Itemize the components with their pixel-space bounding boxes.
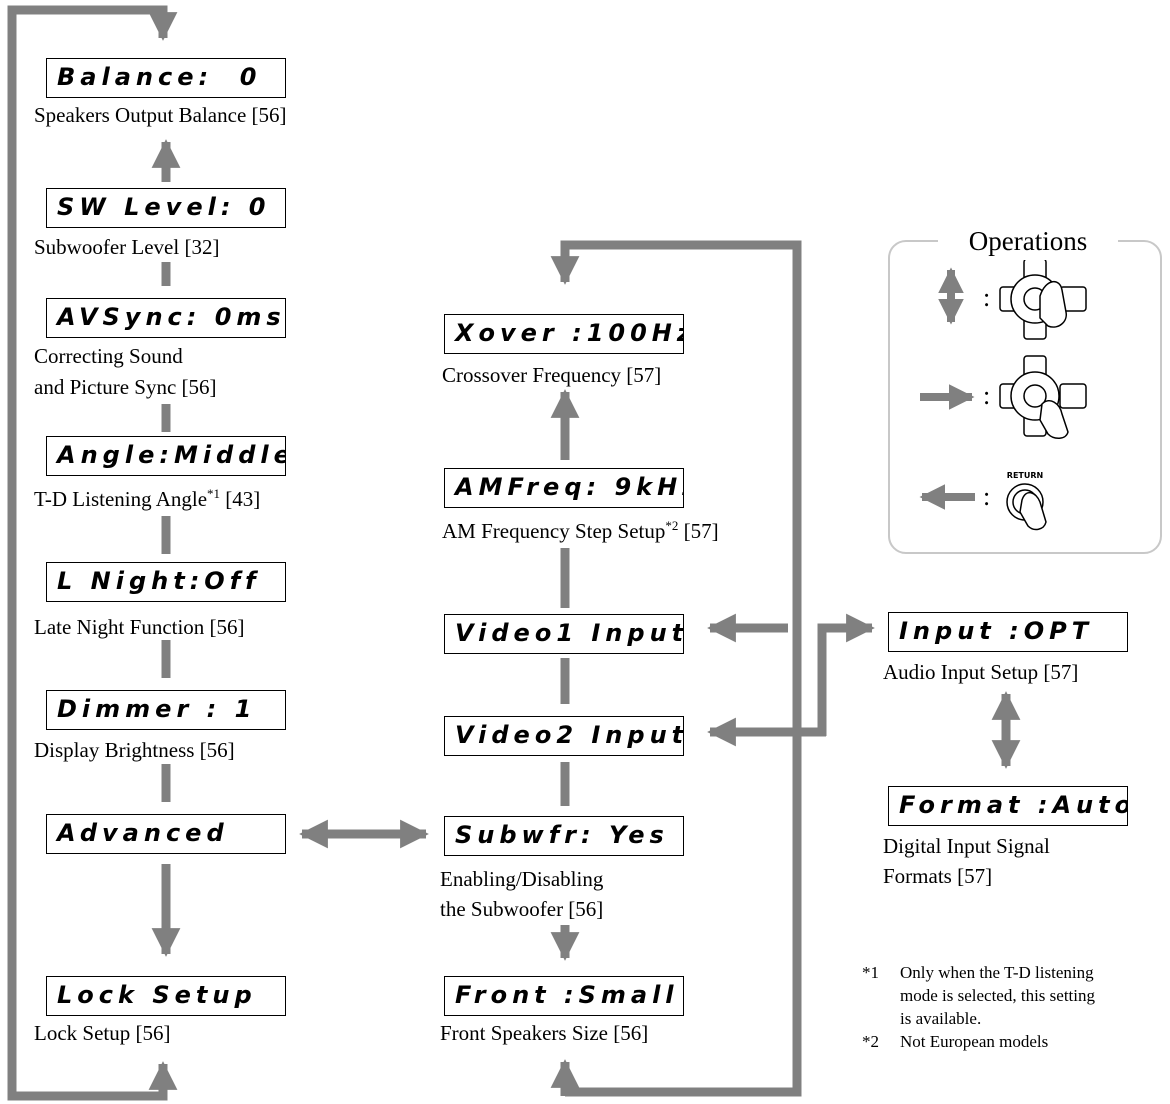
cursor-pad-up-down-icon — [999, 258, 1087, 340]
lcd-sw-level: SW Level: 0 — [46, 188, 286, 228]
lcd-xover: Xover :100Hz — [444, 314, 684, 354]
footnote-ref-1: *1 — [207, 486, 221, 501]
lcd-balance: Balance: 0 — [46, 58, 286, 98]
caption-dimmer: Display Brightness [56] — [34, 738, 235, 762]
lcd-late-night: L Night:Off — [46, 562, 286, 602]
footnote-2-line1: Not European models — [900, 1032, 1049, 1051]
lcd-video1-input: Video1 Input — [444, 614, 684, 654]
footnote-mark-1: *1 — [862, 963, 879, 982]
lcd-amfreq: AMFreq: 9kHz — [444, 468, 684, 508]
caption-format-line2: Formats [57] — [883, 864, 993, 888]
caption-amfreq: AM Frequency Step Setup*2 [57] — [442, 518, 719, 543]
footnote-1-line1: Only when the T-D listening — [900, 963, 1094, 982]
caption-avsync-line1: Correcting Sound — [34, 344, 183, 368]
lcd-avsync: AVSync: 0ms — [46, 298, 286, 338]
caption-balance: Speakers Output Balance [56] — [34, 103, 287, 127]
cursor-pad-right-icon — [999, 355, 1087, 439]
caption-subwfr-line2: the Subwoofer [56] — [440, 897, 604, 921]
return-label: RETURN — [1006, 471, 1044, 480]
video-to-input-connector — [817, 613, 875, 736]
middle-loop-connector — [550, 240, 802, 1097]
lcd-advanced: Advanced — [46, 814, 286, 854]
lcd-angle: Angle:Middle — [46, 436, 286, 476]
lcd-format: Format :Auto — [888, 786, 1128, 826]
caption-front: Front Speakers Size [56] — [440, 1021, 649, 1045]
operations-separator-3: : — [983, 482, 991, 511]
caption-xover: Crossover Frequency [57] — [442, 363, 662, 387]
footnote-mark-2: *2 — [862, 1032, 879, 1051]
footnote-1-line3: is available. — [900, 1009, 982, 1028]
lcd-input: Input :OPT — [888, 612, 1128, 652]
lcd-dimmer: Dimmer : 1 — [46, 690, 286, 730]
lcd-subwfr: Subwfr: Yes — [444, 816, 684, 856]
caption-avsync-line2: and Picture Sync [56] — [34, 375, 217, 399]
operations-panel — [888, 240, 1162, 554]
caption-format-line1: Digital Input Signal — [883, 834, 1050, 858]
lcd-front: Front :Small — [444, 976, 684, 1016]
caption-lock-setup: Lock Setup [56] — [34, 1021, 171, 1045]
caption-input: Audio Input Setup [57] — [883, 660, 1079, 684]
lcd-video2-input: Video2 Input — [444, 716, 684, 756]
caption-late-night: Late Night Function [56] — [34, 615, 245, 639]
return-button-icon — [1006, 483, 1047, 531]
operations-separator-2: : — [983, 381, 991, 410]
lcd-lock-setup: Lock Setup — [46, 976, 286, 1016]
caption-sw-level: Subwoofer Level [32] — [34, 235, 220, 259]
left-loop-connector — [7, 5, 178, 1101]
caption-subwfr-line1: Enabling/Disabling — [440, 867, 604, 891]
operations-separator-1: : — [983, 283, 991, 312]
footnote-ref-2: *2 — [665, 518, 679, 533]
operations-title: Operations — [938, 222, 1118, 260]
caption-angle: T-D Listening Angle*1 [43] — [34, 486, 261, 511]
footnote-1-line2: mode is selected, this setting — [900, 986, 1095, 1005]
